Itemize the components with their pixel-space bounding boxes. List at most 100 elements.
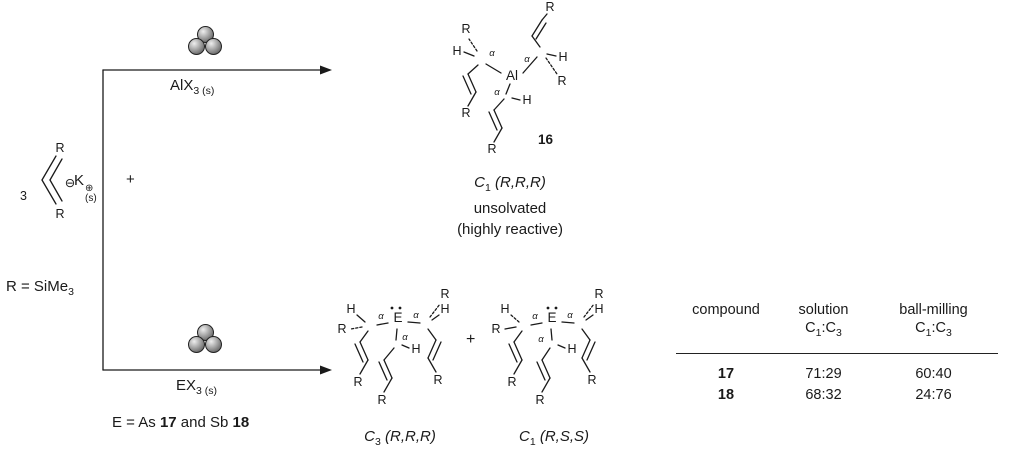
- r-definition-sub: 3: [68, 286, 74, 298]
- ball-milling-icon: [188, 324, 223, 354]
- structure-16-bonds: [462, 13, 558, 143]
- ball-sphere: [188, 336, 205, 353]
- product-c1-symmetry-label: C1 (R,S,S): [494, 428, 614, 449]
- alpha-label: α: [489, 48, 495, 59]
- cell-solution-ratio: 68:32: [805, 386, 842, 403]
- bottom-arrowhead: [320, 365, 332, 375]
- r-label: R: [594, 287, 603, 301]
- e-definition: E = As 17 and Sb 18: [112, 414, 249, 433]
- e-atom: E: [547, 310, 556, 325]
- e-definition-mid: and Sb: [176, 414, 233, 431]
- al-atom: Al: [506, 68, 518, 83]
- symmetry-sub: 3: [375, 436, 381, 448]
- symmetry-sub: 1: [485, 182, 491, 194]
- plus-sign-products: +: [466, 331, 476, 348]
- ratio-sub: 1: [815, 326, 822, 339]
- r-label: R: [545, 2, 554, 14]
- stereo-config: (R,R,R): [385, 428, 436, 445]
- ball-milling-icon: [188, 26, 223, 56]
- h-label: H: [594, 302, 603, 316]
- alpha-label: α: [494, 87, 500, 98]
- lone-pair-icon: [390, 306, 394, 310]
- r-label: R: [587, 373, 596, 387]
- k-charge-icon: ⊕: [85, 183, 94, 194]
- h-label: H: [558, 50, 567, 64]
- compound-16-number: 16: [538, 132, 554, 147]
- h-label: H: [567, 342, 576, 356]
- col-header-compound: compound: [692, 302, 760, 318]
- ball-sphere: [205, 38, 222, 55]
- r-label: R: [487, 142, 496, 156]
- top-arrowhead: [320, 65, 332, 75]
- branch-lines: [102, 69, 323, 371]
- col-header-solution: solution: [798, 302, 849, 318]
- cell-solution-ratio: 71:29: [805, 365, 842, 382]
- ratio-colon: :: [931, 320, 936, 336]
- stoichiometry-coefficient: 3: [20, 189, 27, 203]
- cell-ball-milling-ratio: 60:40: [915, 365, 952, 382]
- alpha-label: α: [538, 334, 544, 345]
- potassium-cation: K⊕(s): [74, 172, 97, 204]
- ratio-sub: 3: [836, 326, 842, 339]
- cell-compound: 18: [717, 386, 735, 403]
- symmetry-symbol: C: [518, 428, 530, 445]
- alpha-label: α: [532, 311, 538, 322]
- col-subheader-ratio: C1:C3: [871, 320, 996, 339]
- symmetry-symbol: C: [364, 428, 375, 445]
- r-label: R: [55, 207, 64, 221]
- h-label: H: [522, 93, 531, 107]
- stereo-config: (R,R,R): [495, 174, 546, 191]
- table-body: 17 71:29 60:40 18 68:32 24:76: [676, 354, 998, 403]
- r-label: R: [461, 22, 470, 36]
- ratio-sub: 3: [946, 326, 952, 339]
- product-16-note-2: (highly reactive): [457, 221, 563, 238]
- col-subheader-ratio: C1:C3: [776, 320, 871, 339]
- bottom-reagent-main: EX: [176, 377, 197, 394]
- ratio-colon: :: [821, 320, 826, 336]
- ratio-c: C: [915, 320, 926, 336]
- r-label: R: [377, 393, 386, 407]
- plus-sign: +: [126, 171, 135, 188]
- col-subheader-empty: [676, 320, 776, 339]
- structure-16: Al α α α H: [452, 2, 567, 156]
- h-label: H: [346, 302, 355, 316]
- r-definition: R = SiMe3: [6, 278, 74, 299]
- anion-charge: ⊖: [65, 176, 75, 190]
- r-label: R: [440, 287, 449, 301]
- alpha-label: α: [413, 310, 419, 321]
- table-header: compound solution ball-milling C1:C3 C1:…: [676, 302, 998, 354]
- symmetry-sub: 1: [529, 436, 536, 448]
- ratio-c: C: [935, 320, 946, 336]
- top-reagent-label: AlX3 (s): [170, 77, 214, 98]
- h-label: H: [411, 342, 420, 356]
- product-16-symmetry-label: C1 (R,R,R): [445, 174, 575, 195]
- product-c3-symmetry-label: C3 (R,R,R): [340, 428, 460, 449]
- table-row: 18 68:32 24:76: [676, 387, 998, 403]
- stereo-config: (R,S,S): [539, 428, 590, 445]
- structure-c3-bonds: [350, 303, 442, 393]
- cell-compound: 17: [717, 365, 735, 382]
- cell-ball-milling-ratio: 24:76: [915, 386, 952, 403]
- ball-sphere: [188, 38, 205, 55]
- allyl-bonds: [41, 155, 63, 205]
- k-state: (s): [85, 193, 97, 204]
- results-table: compound solution ball-milling C1:C3 C1:…: [676, 302, 998, 408]
- symmetry-symbol: C: [474, 174, 485, 191]
- r-definition-main: R = SiMe: [6, 278, 69, 295]
- compound-17-ref: 17: [159, 414, 177, 431]
- lone-pair-icon: [546, 306, 550, 310]
- r-label: R: [461, 106, 470, 120]
- r-label: R: [337, 322, 346, 336]
- r-label: R: [433, 373, 442, 387]
- h-label: H: [452, 44, 461, 58]
- k-symbol: K: [74, 172, 85, 189]
- h-label: H: [500, 302, 509, 316]
- alpha-label: α: [524, 54, 530, 65]
- table-row: 17 71:29 60:40: [676, 366, 998, 382]
- col-header-ball-milling: ball-milling: [899, 302, 968, 318]
- product-16-note-1: unsolvated: [473, 200, 547, 217]
- r-label: R: [353, 375, 362, 389]
- structure-c1-product: E α α α: [491, 287, 603, 407]
